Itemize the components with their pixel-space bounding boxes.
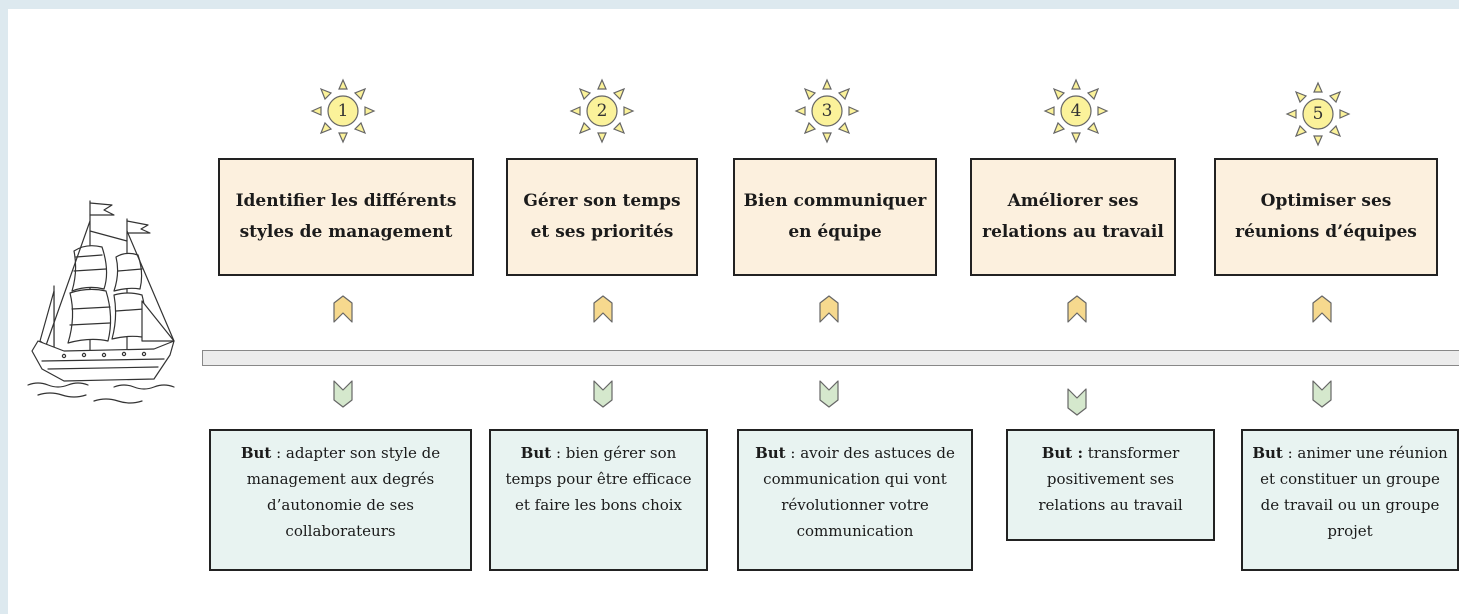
step-title-box: Gérer son temps et ses priorités — [506, 158, 698, 276]
goal-text: : bien gérer son temps pour être efficac… — [505, 444, 692, 514]
step-number: 2 — [596, 101, 608, 121]
ship-icon — [27, 200, 175, 404]
step-number: 4 — [1070, 101, 1082, 121]
chevron-up-icon — [592, 294, 614, 324]
timeline-rail — [202, 350, 1459, 366]
diagram-canvas: 1 Identifier les différents styles de ma… — [8, 9, 1459, 614]
sun-icon: 2 — [569, 78, 635, 144]
chevron-up-icon — [1066, 294, 1088, 324]
sun-icon: 1 — [310, 78, 376, 144]
step-title: Gérer son temps et ses priorités — [523, 191, 681, 242]
step-title: Optimiser ses réunions d’équipes — [1235, 191, 1417, 242]
goal-label: But — [1252, 444, 1283, 462]
goal-label: But : — [1041, 444, 1083, 462]
chevron-up-icon — [332, 294, 354, 324]
goal-label: But — [520, 444, 552, 462]
chevron-up-icon — [818, 294, 840, 324]
sun-icon: 5 — [1285, 81, 1351, 147]
goal-text: : animer une réunion et constituer un gr… — [1260, 444, 1448, 540]
step-title: Bien communiquer en équipe — [743, 191, 927, 242]
chevron-down-icon — [1066, 387, 1088, 417]
goal-label: But — [240, 444, 272, 462]
goal-text: : avoir des astuces de communication qui… — [763, 444, 955, 540]
step-title: Identifier les différents styles de mana… — [235, 191, 457, 242]
step-goal-box: But : avoir des astuces de communication… — [737, 429, 973, 571]
goal-label: But — [755, 444, 786, 462]
step-title: Améliorer ses relations au travail — [982, 191, 1164, 242]
step-number: 1 — [337, 101, 349, 121]
sun-icon: 3 — [794, 78, 860, 144]
chevron-down-icon — [592, 379, 614, 409]
step-title-box: Optimiser ses réunions d’équipes — [1214, 158, 1438, 276]
chevron-down-icon — [1311, 379, 1333, 409]
chevron-down-icon — [332, 379, 354, 409]
step-goal-box: But : animer une réunion et constituer u… — [1241, 429, 1459, 571]
chevron-down-icon — [818, 379, 840, 409]
step-number: 5 — [1312, 104, 1324, 124]
goal-text: : adapter son style de management aux de… — [246, 444, 441, 540]
step-number: 3 — [821, 101, 833, 121]
step-goal-box: But : transformer positivement ses relat… — [1006, 429, 1215, 541]
step-title-box: Identifier les différents styles de mana… — [218, 158, 474, 276]
sun-icon: 4 — [1043, 78, 1109, 144]
goal-text: transformer positivement ses relations a… — [1038, 444, 1183, 514]
chevron-up-icon — [1311, 294, 1333, 324]
step-goal-box: But : adapter son style de management au… — [209, 429, 472, 571]
step-goal-box: But : bien gérer son temps pour être eff… — [489, 429, 708, 571]
step-title-box: Bien communiquer en équipe — [733, 158, 937, 276]
step-title-box: Améliorer ses relations au travail — [970, 158, 1176, 276]
